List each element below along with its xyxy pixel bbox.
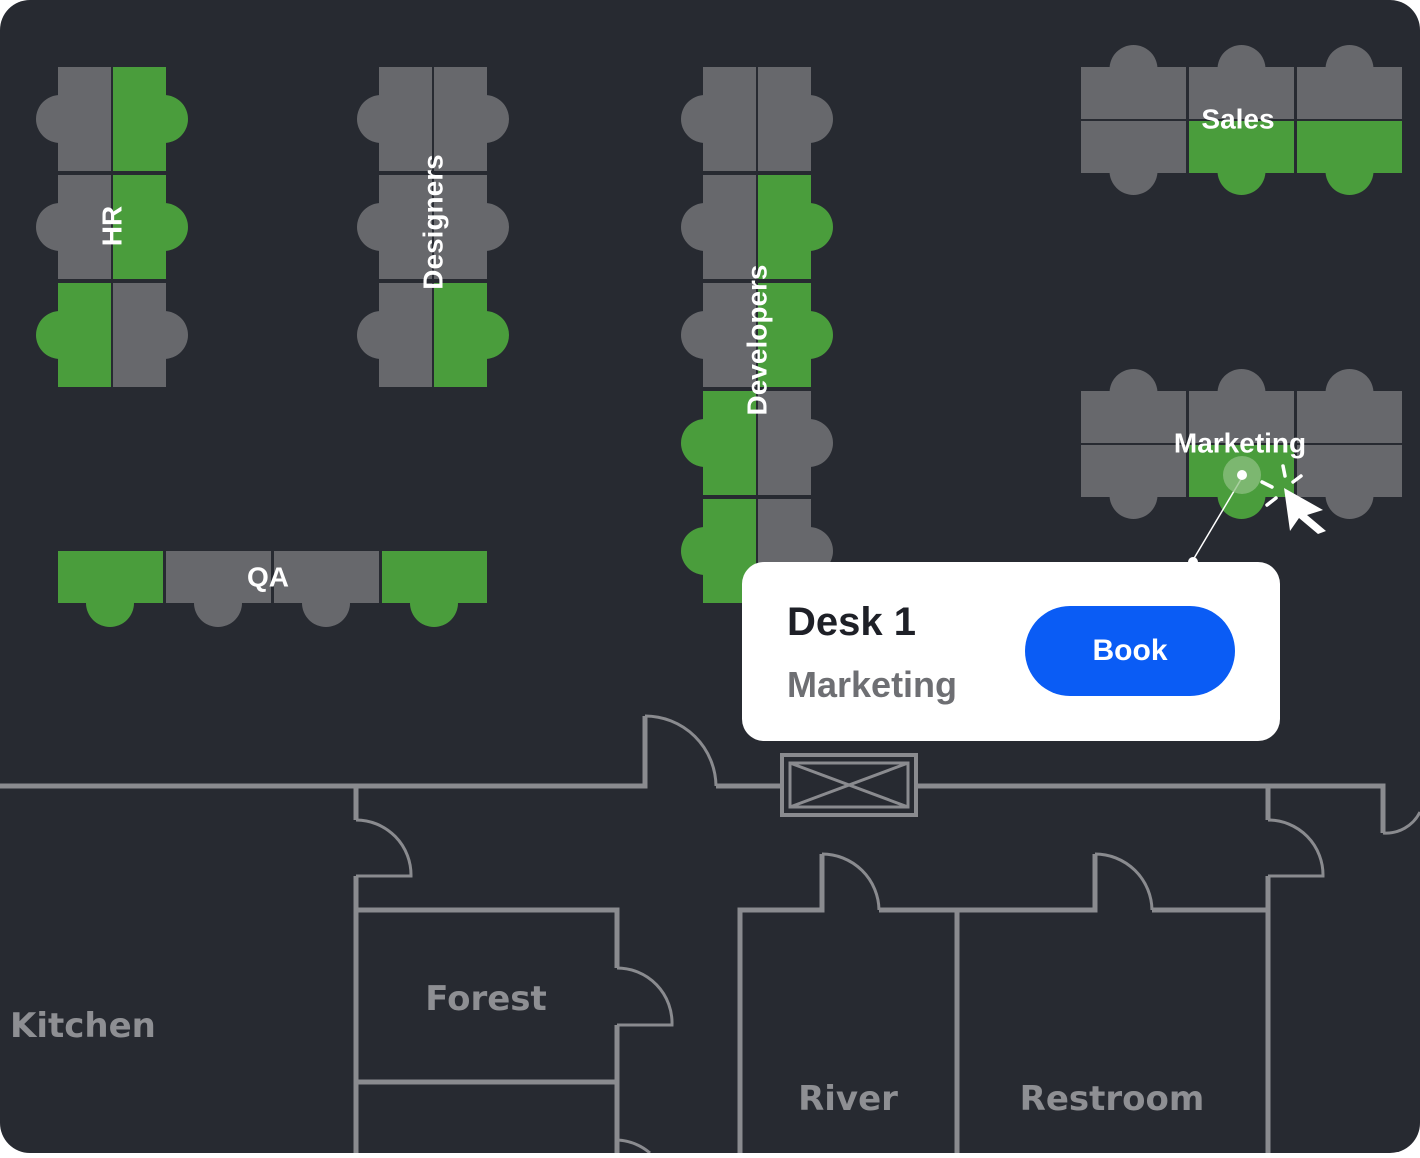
desk-marketing-4[interactable] <box>1081 445 1186 519</box>
room-label-river: River <box>798 1079 898 1119</box>
room-label-forest: Forest <box>425 979 547 1019</box>
walls <box>0 714 1420 1153</box>
desk-marketing-1[interactable] <box>1081 369 1186 443</box>
desk-designers-2[interactable] <box>434 67 509 171</box>
book-button[interactable]: Book <box>1025 606 1235 696</box>
desk-sales-1[interactable] <box>1081 45 1186 119</box>
desk-sales-6[interactable] <box>1297 121 1402 195</box>
desk-qa-4[interactable] <box>382 551 487 627</box>
desk-sales-3[interactable] <box>1297 45 1402 119</box>
zone-label-hr: HR <box>97 206 128 246</box>
desk-zone: Marketing <box>787 664 958 705</box>
desk-designers-5[interactable] <box>357 283 432 387</box>
desk-developers-7[interactable] <box>681 391 756 495</box>
desk-marketing-6[interactable] <box>1297 445 1402 519</box>
selection-connector <box>1188 456 1261 567</box>
desk-popup: Desk 1 Marketing Book <box>742 562 1280 741</box>
zone-label-qa: QA <box>247 562 289 593</box>
desk-developers-5[interactable] <box>681 283 756 387</box>
desk-developers-9[interactable] <box>681 499 756 603</box>
elevator-icon <box>780 753 918 817</box>
desk-developers-2[interactable] <box>758 67 833 171</box>
desk-developers-4[interactable] <box>758 175 833 279</box>
desk-hr-6[interactable] <box>113 283 188 387</box>
zone-label-sales: Sales <box>1201 104 1274 135</box>
desk-qa-2[interactable] <box>166 551 271 627</box>
desk-developers-1[interactable] <box>681 67 756 171</box>
pointer-cursor-icon <box>1284 488 1326 534</box>
room-label-restroom: Restroom <box>1020 1079 1205 1119</box>
desk-layer <box>36 45 1402 627</box>
desk-qa-1[interactable] <box>58 551 163 627</box>
desk-hr-5[interactable] <box>36 283 111 387</box>
desk-marketing-2[interactable] <box>1189 369 1294 443</box>
desk-hr-3[interactable] <box>36 175 111 279</box>
desk-developers-6[interactable] <box>758 283 833 387</box>
desk-hr-4[interactable] <box>113 175 188 279</box>
room-label-kitchen: Kitchen <box>10 1006 156 1046</box>
desk-designers-1[interactable] <box>357 67 432 171</box>
desk-hr-1[interactable] <box>36 67 111 171</box>
zone-label-marketing: Marketing <box>1174 428 1306 459</box>
click-burst-icon <box>1260 464 1303 507</box>
desk-qa-3[interactable] <box>274 551 379 627</box>
desk-designers-3[interactable] <box>357 175 432 279</box>
desk-hr-2[interactable] <box>113 67 188 171</box>
desk-marketing-3[interactable] <box>1297 369 1402 443</box>
desk-designers-6[interactable] <box>434 283 509 387</box>
desk-developers-3[interactable] <box>681 175 756 279</box>
desk-title: Desk 1 <box>787 600 916 644</box>
desk-designers-4[interactable] <box>434 175 509 279</box>
desk-sales-4[interactable] <box>1081 121 1186 195</box>
desk-developers-8[interactable] <box>758 391 833 495</box>
desk-sales-2[interactable] <box>1189 45 1294 119</box>
zone-label-designers: Designers <box>418 154 449 289</box>
desk-sales-5[interactable] <box>1189 121 1294 195</box>
zone-label-developers: Developers <box>742 265 773 416</box>
